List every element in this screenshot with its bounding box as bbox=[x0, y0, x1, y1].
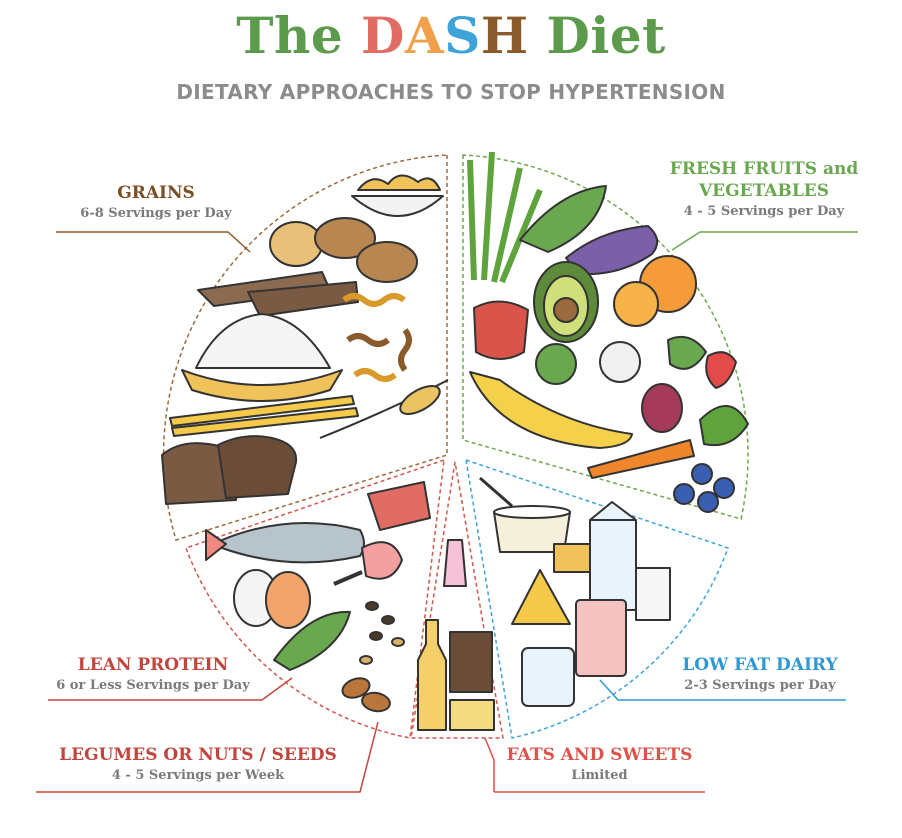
bean-icon bbox=[365, 601, 379, 611]
banana-icon bbox=[469, 371, 633, 449]
milk-carton-icon bbox=[589, 501, 637, 611]
fats-leader-line bbox=[484, 737, 495, 792]
grains-name: GRAINS bbox=[117, 183, 195, 203]
title-letter-h: H bbox=[480, 6, 529, 65]
title-part-diet: Diet bbox=[528, 6, 666, 65]
title: The DASH Diet bbox=[0, 6, 902, 66]
strawberry-icon bbox=[705, 351, 737, 389]
title-text: The DASH Diet bbox=[236, 6, 665, 65]
butter-icon bbox=[449, 699, 495, 731]
fruits-veg-leader-line bbox=[671, 231, 858, 251]
spinach-icon bbox=[667, 336, 707, 370]
legumes-name: LEGUMES OR NUTS / SEEDS bbox=[59, 745, 337, 765]
protein-name: LEAN PROTEIN bbox=[77, 655, 229, 675]
fats-servings: Limited bbox=[571, 768, 628, 783]
subtitle: DIETARY APPROACHES TO STOP HYPERTENSION bbox=[176, 80, 726, 104]
pasta-icon bbox=[342, 293, 406, 307]
fats-sweets-section-outline bbox=[410, 461, 504, 739]
protein-servings: 6 or Less Servings per Day bbox=[56, 678, 250, 693]
fats-sweets-illustrations bbox=[417, 539, 495, 731]
protein-label: LEAN PROTEIN 6 or Less Servings per Day bbox=[48, 654, 258, 696]
legumes-label: LEGUMES OR NUTS / SEEDS 4 - 5 Servings p… bbox=[36, 744, 360, 786]
fruits-veg-illustrations bbox=[467, 151, 749, 513]
protein-legumes-section-outline bbox=[185, 458, 445, 739]
meat-icon bbox=[367, 481, 431, 531]
dairy-label: LOW FAT DAIRY 2-3 Servings per Day bbox=[660, 654, 860, 696]
milk-glass-icon bbox=[635, 567, 671, 621]
dairy-servings: 2-3 Servings per Day bbox=[684, 678, 836, 693]
title-letter-a: A bbox=[404, 6, 445, 65]
title-part-the: The bbox=[236, 6, 362, 65]
carrot-icon bbox=[587, 439, 695, 479]
candy-icon bbox=[443, 539, 467, 587]
dairy-illustrations bbox=[479, 476, 671, 707]
milk-jar-icon bbox=[521, 647, 575, 707]
dairy-leader-line bbox=[599, 679, 846, 701]
grains-label: GRAINS 6-8 Servings per Day bbox=[56, 182, 256, 224]
legumes-leader-line bbox=[36, 721, 379, 793]
fruits-veg-label: FRESH FRUITS and VEGETABLES 4 - 5 Servin… bbox=[666, 158, 862, 222]
fats-name: FATS AND SWEETS bbox=[506, 745, 693, 765]
broccoli-icon bbox=[535, 343, 577, 385]
edamame-icon bbox=[273, 610, 351, 671]
blueberry-icon bbox=[691, 463, 713, 485]
title-letter-s: S bbox=[444, 6, 481, 65]
dairy-name: LOW FAT DAIRY bbox=[682, 655, 838, 675]
fruits-veg-name-line2: VEGETABLES bbox=[698, 181, 830, 201]
protein-leader-line bbox=[48, 677, 293, 701]
legumes-servings: 4 - 5 Servings per Week bbox=[111, 768, 285, 783]
kale-icon bbox=[519, 185, 607, 253]
smoothie-icon bbox=[575, 599, 627, 677]
title-letter-d: D bbox=[361, 6, 405, 65]
chicken-leg-icon bbox=[361, 541, 403, 580]
cereal-bowl-icon bbox=[351, 195, 444, 217]
grains-leader-line bbox=[56, 231, 251, 253]
fruits-veg-servings: 4 - 5 Servings per Day bbox=[683, 204, 845, 219]
pepper-icon bbox=[473, 300, 529, 360]
grains-illustrations bbox=[161, 174, 449, 505]
fats-label: FATS AND SWEETS Limited bbox=[494, 744, 705, 786]
spaghetti-icon bbox=[169, 395, 355, 427]
beet-icon bbox=[641, 383, 683, 433]
almond-icon bbox=[341, 677, 371, 699]
green-onion-icon bbox=[467, 151, 543, 284]
chocolate-icon bbox=[449, 631, 493, 693]
cheese-icon bbox=[511, 569, 571, 625]
potato-icon bbox=[269, 221, 323, 267]
fish-icon bbox=[221, 521, 365, 564]
protein-illustrations bbox=[205, 481, 431, 713]
grains-servings: 6-8 Servings per Day bbox=[80, 206, 232, 221]
fruits-veg-name-line1: FRESH FRUITS and bbox=[669, 159, 859, 179]
rice-bowl-icon bbox=[181, 369, 343, 402]
eggplant-icon bbox=[565, 225, 659, 276]
oil-bottle-icon bbox=[417, 619, 447, 731]
